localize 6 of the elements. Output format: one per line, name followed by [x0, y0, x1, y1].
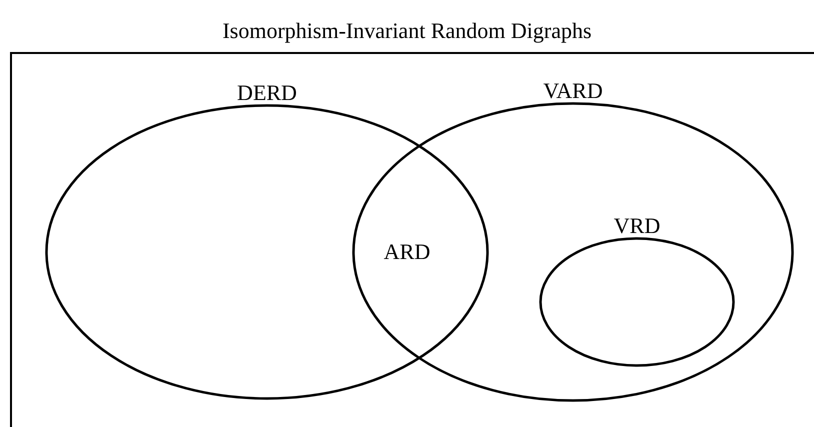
set-label: VARD: [543, 80, 603, 102]
intersection-label: ARD: [384, 241, 430, 263]
diagram-title: Isomorphism-Invariant Random Digraphs: [222, 20, 592, 42]
frame-box: [10, 52, 814, 427]
set-label: DERD: [237, 82, 297, 104]
set-label: VRD: [614, 215, 660, 237]
